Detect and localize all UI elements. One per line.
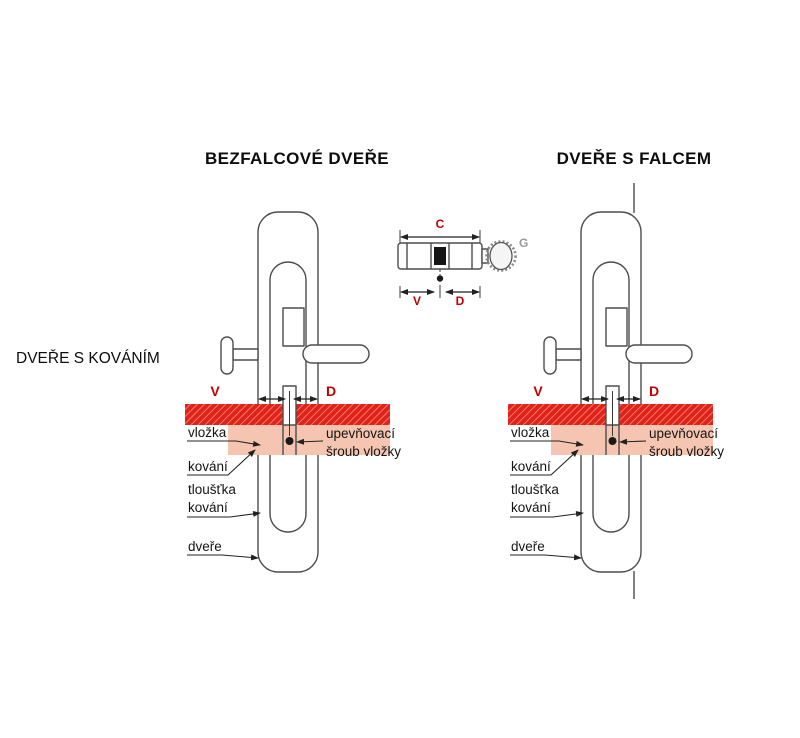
label-tloustka-line2: kování bbox=[511, 500, 551, 515]
outside-knob bbox=[220, 336, 234, 375]
handle-spindle bbox=[232, 348, 259, 361]
inset-dim-v-label: V bbox=[413, 294, 421, 308]
inset-screw-dot bbox=[436, 275, 444, 282]
label-tloustka-line2: kování bbox=[188, 500, 228, 515]
thumb-knob bbox=[489, 241, 513, 271]
latch-window bbox=[605, 307, 628, 347]
leader-screw bbox=[619, 438, 647, 445]
leader-vlozka bbox=[187, 440, 261, 447]
label-screw-line2: šroub vložky bbox=[649, 444, 724, 459]
dim-v-label: V bbox=[533, 383, 543, 399]
leader-vlozka bbox=[510, 440, 584, 447]
handle-spindle bbox=[555, 348, 582, 361]
title-s-falcem: DVEŘE S FALCEM bbox=[557, 149, 712, 168]
knob-neck bbox=[481, 248, 489, 264]
label-vlozka: vložka bbox=[511, 425, 550, 440]
dim-d-label: D bbox=[326, 383, 336, 399]
inset-dim-c-label: C bbox=[436, 217, 445, 231]
diagram-dvere-s-falcem: V D vložka kování tloušťka kování dveře … bbox=[508, 183, 724, 599]
label-screw-line1: upevňovací bbox=[649, 426, 718, 441]
label-dvere: dveře bbox=[511, 539, 545, 554]
label-dvere: dveře bbox=[188, 539, 222, 554]
inset-knob-g-label: G bbox=[519, 236, 528, 250]
label-screw-line2: šroub vložky bbox=[326, 444, 401, 459]
label-screw-line1: upevňovací bbox=[326, 426, 395, 441]
leader-kovani bbox=[187, 449, 256, 476]
leader-dvere bbox=[187, 554, 259, 561]
diagram-bezfalcove-dvere: V D vložka kování tloušťka kování dveře … bbox=[185, 211, 401, 573]
latch-window bbox=[282, 307, 305, 347]
label-tloustka-line1: tloušťka bbox=[188, 482, 236, 497]
outside-knob bbox=[543, 336, 557, 375]
leader-screw bbox=[296, 438, 324, 445]
leader-dvere bbox=[510, 554, 582, 561]
fixing-screw-dot bbox=[285, 437, 294, 445]
side-note-dvere-s-kovanim: DVEŘE S KOVÁNÍM bbox=[16, 350, 160, 367]
label-vlozka: vložka bbox=[188, 425, 227, 440]
label-tloustka-line1: tloušťka bbox=[511, 482, 559, 497]
label-kovani: kování bbox=[188, 459, 228, 474]
dim-d-label: D bbox=[649, 383, 659, 399]
leader-tloustka bbox=[510, 510, 584, 518]
knob-knurl bbox=[485, 240, 517, 272]
leader-kovani bbox=[510, 449, 579, 476]
leader-tloustka bbox=[187, 510, 261, 518]
cylinder-cam bbox=[434, 247, 446, 265]
title-bezfalcove: BEZFALCOVÉ DVEŘE bbox=[205, 149, 389, 168]
label-kovani: kování bbox=[511, 459, 551, 474]
handle-lever bbox=[625, 344, 693, 364]
inset-dim-d-label: D bbox=[456, 294, 465, 308]
fixing-screw-dot bbox=[608, 437, 617, 445]
cylinder-inset: C G V D bbox=[397, 217, 528, 308]
dim-v-label: V bbox=[210, 383, 220, 399]
handle-lever bbox=[302, 344, 370, 364]
